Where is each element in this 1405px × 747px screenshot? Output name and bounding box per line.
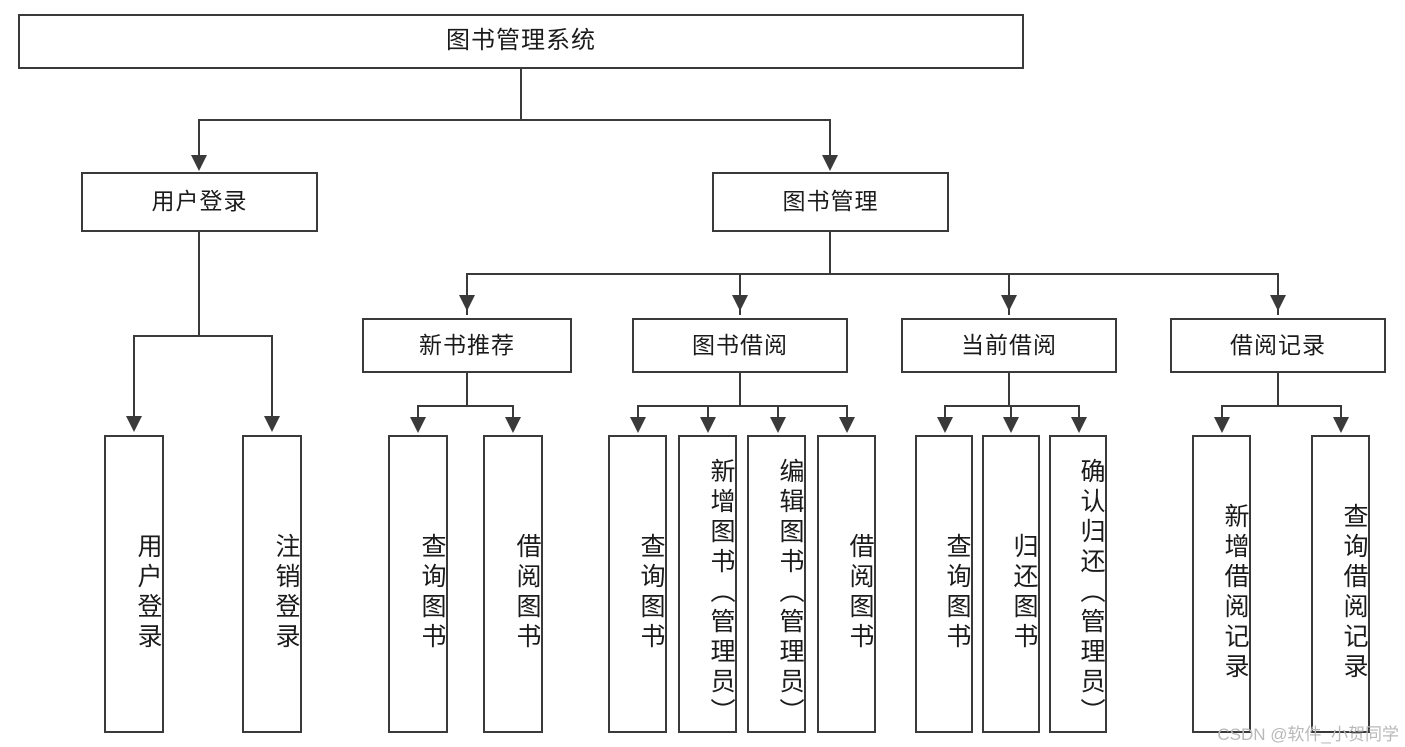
node-label: 归还图书 [1010, 533, 1038, 653]
connector-drop-user-login [198, 119, 200, 157]
node-label: 当前借阅 [961, 331, 1057, 358]
node-label: 查询图书 [418, 533, 446, 653]
node-label: 查询图书 [943, 533, 971, 653]
node-book-borrow[interactable]: 图书借阅 [632, 318, 848, 373]
arrowhead-user-login [191, 155, 207, 171]
node-book-management[interactable]: 图书管理 [712, 172, 949, 232]
node-label: 图书借阅 [692, 331, 788, 358]
node-label: 确认归还（管理员） [1077, 458, 1105, 728]
watermark-text: CSDN @软件_小贺同学 [1217, 725, 1399, 744]
leaf-new-book-borrow[interactable]: 借阅图书 [483, 435, 543, 733]
connector-current-borrow-stem [1008, 373, 1010, 406]
connector-root-stem [520, 69, 522, 120]
connector-drop-current-borrow-leaf-1 [1010, 405, 1012, 419]
leaf-book-borrow-edit[interactable]: 编辑图书（管理员） [747, 435, 806, 733]
node-label: 图书管理系统 [446, 27, 596, 55]
connector-new-book-bus [417, 405, 514, 407]
node-label: 查询图书 [637, 533, 665, 653]
arrowhead-borrow-record-leaf-0 [1214, 417, 1230, 433]
node-label: 新书推荐 [419, 331, 515, 358]
node-new-book-recommend[interactable]: 新书推荐 [362, 318, 572, 373]
arrowhead-borrow-record [1270, 295, 1286, 311]
arrowhead-new-book [459, 295, 475, 311]
node-user-login[interactable]: 用户登录 [81, 172, 318, 232]
arrowhead-borrow-record-leaf-1 [1333, 417, 1349, 433]
leaf-new-book-query[interactable]: 查询图书 [388, 435, 448, 733]
connector-drop-book-borrow [739, 273, 741, 315]
node-label: 编辑图书（管理员） [776, 458, 804, 728]
connector-book-management-stem [829, 232, 831, 274]
connector-user-login-stem [198, 232, 200, 336]
connector-drop-book-borrow-leaf-0 [637, 405, 639, 419]
node-label: 用户登录 [151, 188, 248, 215]
node-label: 新增图书（管理员） [707, 458, 735, 728]
node-label: 注销登录 [272, 533, 300, 653]
leaf-user-login-logout[interactable]: 注销登录 [242, 435, 302, 733]
connector-book-borrow-bus [637, 405, 846, 407]
connector-drop-new-book-leaf-1 [512, 405, 514, 419]
connector-drop-current-borrow-leaf-0 [944, 405, 946, 419]
connector-drop-book-borrow-leaf-3 [846, 405, 848, 419]
node-label: 新增借阅记录 [1221, 503, 1249, 683]
arrowhead-user-login-leaf-1 [264, 416, 280, 432]
leaf-book-borrow-query[interactable]: 查询图书 [608, 435, 667, 733]
arrowhead-book-manage [822, 155, 838, 171]
connector-drop-book-manage [829, 119, 831, 157]
connector-drop-current-borrow-leaf-2 [1078, 405, 1080, 419]
arrowhead-current-borrow-leaf-0 [937, 417, 953, 433]
node-label: 借阅记录 [1230, 331, 1326, 358]
node-root-system[interactable]: 图书管理系统 [18, 14, 1024, 69]
connector-borrow-record-stem [1277, 373, 1279, 406]
leaf-user-login-login[interactable]: 用户登录 [104, 435, 164, 733]
connector-level3-bus [466, 273, 1278, 275]
connector-drop-borrow-record-leaf-0 [1221, 405, 1223, 419]
node-borrow-record[interactable]: 借阅记录 [1170, 318, 1386, 373]
connector-borrow-record-bus [1221, 405, 1341, 407]
arrowhead-book-borrow [732, 295, 748, 311]
connector-level2-bus [198, 119, 831, 121]
arrowhead-book-borrow-leaf-2 [770, 417, 786, 433]
arrowhead-user-login-leaf-0 [126, 416, 142, 432]
arrowhead-current-borrow-leaf-2 [1071, 417, 1087, 433]
connector-drop-user-login-leaf-1 [271, 335, 273, 418]
leaf-current-borrow-confirm-return[interactable]: 确认归还（管理员） [1049, 435, 1107, 733]
node-label: 借阅图书 [846, 533, 874, 653]
arrowhead-book-borrow-leaf-3 [839, 417, 855, 433]
leaf-borrow-record-query[interactable]: 查询借阅记录 [1311, 435, 1370, 733]
connector-drop-borrow-record [1277, 273, 1279, 315]
arrowhead-new-book-leaf-1 [505, 417, 521, 433]
node-label: 图书管理 [782, 188, 879, 215]
leaf-borrow-record-add[interactable]: 新增借阅记录 [1192, 435, 1251, 733]
arrowhead-new-book-leaf-0 [410, 417, 426, 433]
connector-drop-book-borrow-leaf-1 [707, 405, 709, 419]
leaf-current-borrow-return[interactable]: 归还图书 [982, 435, 1040, 733]
leaf-book-borrow-add[interactable]: 新增图书（管理员） [678, 435, 737, 733]
node-current-borrow[interactable]: 当前借阅 [901, 318, 1117, 373]
connector-drop-new-book [466, 273, 468, 315]
arrowhead-book-borrow-leaf-0 [630, 417, 646, 433]
arrowhead-current-borrow-leaf-1 [1003, 417, 1019, 433]
connector-user-login-bus [133, 335, 273, 337]
connector-drop-borrow-record-leaf-1 [1340, 405, 1342, 419]
node-label: 查询借阅记录 [1340, 503, 1368, 683]
leaf-book-borrow-borrow[interactable]: 借阅图书 [817, 435, 876, 733]
leaf-current-borrow-query[interactable]: 查询图书 [915, 435, 973, 733]
connector-drop-new-book-leaf-0 [417, 405, 419, 419]
connector-drop-book-borrow-leaf-2 [777, 405, 779, 419]
arrowhead-book-borrow-leaf-1 [700, 417, 716, 433]
arrowhead-current-borrow [1001, 295, 1017, 311]
connector-drop-current-borrow [1008, 273, 1010, 315]
node-label: 用户登录 [134, 533, 162, 653]
node-label: 借阅图书 [513, 533, 541, 653]
connector-new-book-stem [466, 373, 468, 406]
connector-book-borrow-stem [739, 373, 741, 406]
connector-drop-user-login-leaf-0 [133, 335, 135, 418]
